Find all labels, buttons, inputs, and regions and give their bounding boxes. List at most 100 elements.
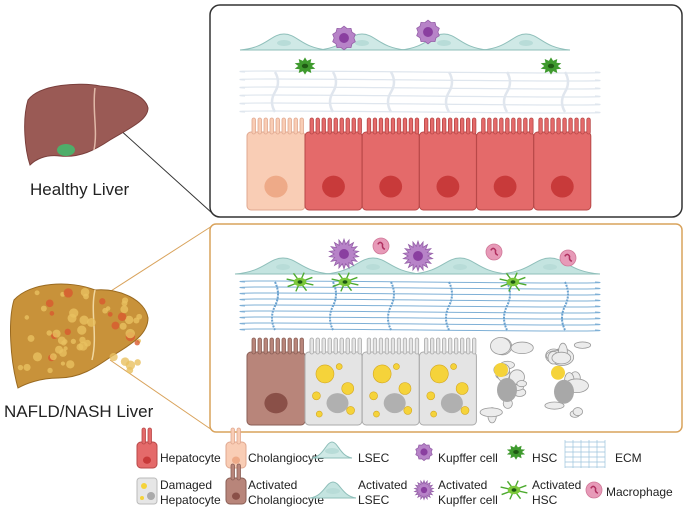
lsec-icon: [312, 442, 352, 458]
fat-droplet: [79, 341, 88, 350]
microvillus: [442, 338, 446, 354]
healthy-liver-label: Healthy Liver: [30, 180, 130, 199]
microvillus: [379, 118, 383, 134]
microvillus: [148, 428, 152, 444]
macrophage-body: [560, 250, 576, 266]
nucleus: [554, 380, 574, 404]
cell-body: [477, 132, 534, 210]
microvillus: [581, 118, 585, 134]
activated-cholangiocyte-icon: [226, 464, 246, 504]
legend-item: ActivatedLSEC: [310, 478, 407, 507]
legend-label: Activated: [248, 478, 297, 492]
kupffer-nucleus: [421, 487, 427, 493]
microvillus: [494, 118, 498, 134]
microvillus: [518, 118, 522, 134]
legend-label: Damaged: [160, 478, 212, 492]
legend-label: Cholangiocyte: [248, 493, 324, 507]
microvillus: [415, 338, 419, 354]
hsc-nucleus: [548, 64, 554, 69]
microvillus: [472, 338, 476, 354]
microvillus: [276, 338, 280, 354]
microvillus: [334, 338, 338, 354]
cell-body: [137, 478, 157, 504]
microvillus: [551, 118, 555, 134]
microvillus: [436, 118, 440, 134]
lsec-nucleus: [366, 264, 380, 270]
nucleus: [322, 176, 345, 198]
microvillus: [258, 118, 262, 134]
microvillus: [282, 118, 286, 134]
fat-droplet: [99, 298, 105, 304]
lsec-nucleus: [277, 40, 291, 46]
microvillus: [379, 338, 383, 354]
microvillus: [358, 118, 362, 134]
hepatocyte: [305, 118, 362, 210]
fat-droplet: [77, 325, 86, 334]
cell-body: [305, 132, 362, 210]
macrophage: [373, 238, 389, 254]
fat-droplet: [47, 368, 52, 373]
kupffer-nucleus: [339, 249, 349, 259]
microvillus: [316, 338, 320, 354]
microvillus: [454, 118, 458, 134]
legend-item: Cholangiocyte: [226, 428, 324, 468]
lipid-droplet: [451, 364, 457, 370]
nucleus: [437, 176, 460, 198]
macrophage: [560, 250, 576, 266]
cholangiocyte: [247, 118, 305, 210]
cell-fragment: [491, 338, 511, 355]
hsc-nucleus: [511, 280, 516, 284]
lipid-droplet: [336, 364, 342, 370]
activated-cholangiocyte: [247, 338, 305, 425]
microvillus: [300, 338, 304, 354]
cell-body: [226, 442, 246, 468]
cell-fragment: [552, 352, 571, 364]
microvillus: [288, 338, 292, 354]
lipid-droplet: [430, 365, 448, 383]
cell-body: [534, 132, 591, 210]
microvillus: [346, 338, 350, 354]
legend-item: Macrophage: [586, 482, 673, 499]
fat-droplet: [64, 288, 73, 297]
cholangiocyte-icon: [226, 428, 246, 468]
microvillus: [466, 118, 470, 134]
microvillus: [506, 118, 510, 134]
nucleus: [551, 176, 574, 198]
legend-item: ActivatedCholangiocyte: [226, 464, 324, 507]
legend-label: Hepatocyte: [160, 451, 221, 465]
microvillus: [142, 428, 146, 444]
cell-fragment: [574, 342, 590, 348]
legend-item: Kupffer cell: [416, 443, 498, 465]
microvillus: [397, 118, 401, 134]
fat-droplet: [58, 337, 66, 345]
lipid: [140, 496, 144, 500]
lipid-droplet: [393, 364, 399, 370]
microvillus: [545, 118, 549, 134]
microvillus: [391, 118, 395, 134]
microvillus: [294, 338, 298, 354]
microvillus: [524, 118, 528, 134]
nucleus: [384, 393, 406, 413]
legend-label: LSEC: [358, 493, 390, 507]
microvillus: [563, 118, 567, 134]
activated-lsec-icon: [310, 482, 356, 498]
microvillus: [500, 118, 504, 134]
lipid-droplet: [342, 383, 354, 395]
lsec-nucleus: [355, 40, 369, 46]
hsc-nucleus: [302, 64, 308, 69]
microvillus: [385, 118, 389, 134]
hepatocyte: [534, 118, 591, 210]
hepatocyte-icon: [137, 428, 157, 468]
microvillus: [442, 118, 446, 134]
fat-droplet: [133, 317, 139, 323]
legend-label: ECM: [615, 451, 642, 465]
nucleus: [232, 493, 240, 500]
microvillus: [415, 118, 419, 134]
lipid-droplet: [404, 406, 412, 414]
nucleus: [327, 393, 349, 413]
lipid-droplet: [373, 365, 391, 383]
legend-label: Kupffer cell: [438, 451, 498, 465]
microvillus: [346, 118, 350, 134]
lipid-droplet: [373, 411, 379, 417]
fat-droplet: [25, 315, 30, 320]
